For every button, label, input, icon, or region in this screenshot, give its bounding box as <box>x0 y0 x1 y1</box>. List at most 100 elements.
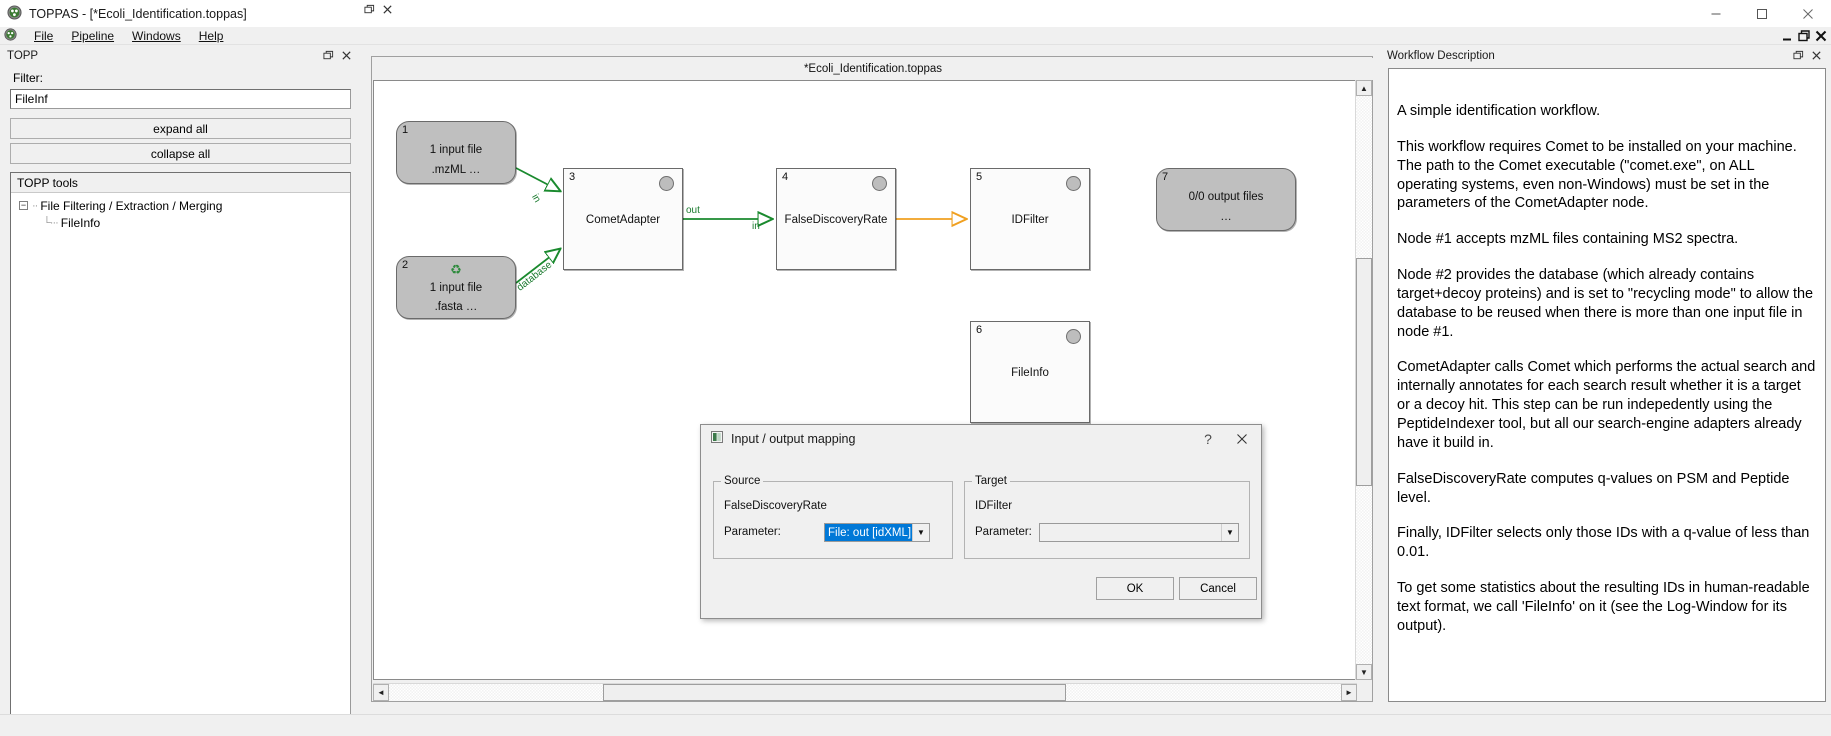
filter-input[interactable] <box>10 89 351 109</box>
collapse-expander-icon[interactable]: − <box>19 200 28 210</box>
workflow-node-3-cometadapter[interactable]: 3 CometAdapter <box>563 168 683 270</box>
edge-label-in-node4: in <box>752 221 760 232</box>
workflow-node-6-fileinfo[interactable]: 6 FileInfo <box>970 321 1090 423</box>
source-groupbox: Source FalseDiscoveryRate Parameter: Fil… <box>713 475 953 559</box>
node-status-indicator <box>1066 329 1081 344</box>
workflow-node-2-input[interactable]: 2 ♻ 1 input file .fasta … <box>396 256 516 319</box>
filter-label: Filter: <box>13 71 43 85</box>
description-paragraph: To get some statistics about the resulti… <box>1397 580 1810 634</box>
node-line1: CometAdapter <box>585 214 661 226</box>
source-legend: Source <box>721 475 764 487</box>
float-icon[interactable] <box>1793 50 1804 61</box>
tree-item-label: File Filtering / Extraction / Merging <box>40 198 223 213</box>
node-line1: FalseDiscoveryRate <box>784 214 888 226</box>
chevron-down-icon[interactable]: ▼ <box>912 524 929 541</box>
scroll-left-arrow[interactable]: ◄ <box>373 684 389 701</box>
menu-pipeline-label: Pipeline <box>71 28 115 43</box>
tree-column-header: TOPP tools <box>11 173 350 193</box>
workflow-node-4-falsediscoveryrate[interactable]: 4 FalseDiscoveryRate <box>776 168 896 270</box>
node-line2: … <box>1220 211 1232 223</box>
horizontal-scroll-thumb[interactable] <box>603 684 1066 701</box>
tree-item-label: FileInfo <box>60 215 101 230</box>
node-line1: 1 input file <box>429 282 483 294</box>
input-output-mapping-dialog: Input / output mapping ? Source FalseDis… <box>700 424 1262 619</box>
description-paragraph: Finally, IDFilter selects only those IDs… <box>1397 525 1810 561</box>
workflow-canvas-caption: *Ecoli_Identification.toppas <box>373 58 1373 80</box>
menu-windows[interactable]: Windows <box>123 28 190 44</box>
source-node-name: FalseDiscoveryRate <box>724 500 827 512</box>
node-number: 6 <box>976 324 983 336</box>
workflow-canvas[interactable]: in database out in 1 1 input file .mzML … <box>373 80 1357 680</box>
dialog-close-button[interactable] <box>1227 425 1257 452</box>
node-number: 7 <box>1162 171 1169 183</box>
canvas-vertical-scrollbar[interactable]: ▲ ▼ <box>1355 80 1372 680</box>
dialog-help-button[interactable]: ? <box>1204 430 1212 447</box>
edge-label-out-node3: out <box>686 205 700 216</box>
mdi-close-button[interactable] <box>1813 28 1829 44</box>
window-title: TOPPAS - [*Ecoli_Identification.toppas] <box>29 6 247 21</box>
mapping-icon <box>711 431 723 446</box>
node-status-indicator <box>1066 176 1081 191</box>
scroll-right-arrow[interactable]: ► <box>1341 684 1357 701</box>
tree-item-fileinfo[interactable]: └··· FileInfo <box>11 214 350 231</box>
description-paragraph: This workflow requires Comet to be insta… <box>1397 138 1797 212</box>
workflow-edges <box>515 167 1357 284</box>
node-status-indicator <box>872 176 887 191</box>
menu-pipeline[interactable]: Pipeline <box>62 28 123 44</box>
target-legend: Target <box>972 475 1010 487</box>
node-number: 2 <box>402 259 409 271</box>
window-controls <box>1693 0 1831 27</box>
collapse-all-button[interactable]: collapse all <box>10 143 351 164</box>
float-icon[interactable] <box>323 50 334 61</box>
description-paragraph: CometAdapter calls Comet which performs … <box>1397 359 1816 451</box>
node-line2: .mzML … <box>431 164 481 176</box>
status-bar <box>0 714 1831 736</box>
menu-help[interactable]: Help <box>190 28 233 44</box>
node-number: 5 <box>976 171 983 183</box>
source-parameter-combobox[interactable]: File: out [idXML] ▼ <box>824 523 930 542</box>
scroll-down-arrow[interactable]: ▼ <box>1356 664 1372 680</box>
window-close-button[interactable] <box>1785 0 1831 27</box>
close-icon[interactable] <box>1811 50 1822 61</box>
workflow-node-5-idfilter[interactable]: 5 IDFilter <box>970 168 1090 270</box>
float-icon[interactable] <box>364 4 375 15</box>
mdi-minimize-button[interactable] <box>1779 28 1795 44</box>
mdi-restore-button[interactable] <box>1796 28 1812 44</box>
canvas-panel-tools <box>364 4 393 15</box>
topp-panel-title: TOPP <box>7 48 39 64</box>
node-status-indicator <box>659 176 674 191</box>
target-groupbox: Target IDFilter Parameter: ▼ <box>964 475 1250 559</box>
ok-button[interactable]: OK <box>1096 577 1174 600</box>
node-number: 4 <box>782 171 789 183</box>
workflow-description-panel: Workflow Description A simple identifica… <box>1383 46 1831 714</box>
close-icon[interactable] <box>341 50 352 61</box>
node-line1: 0/0 output files <box>1188 191 1264 203</box>
toppas-app-icon <box>7 4 22 23</box>
window-maximize-button[interactable] <box>1739 0 1785 27</box>
mdi-document-icon <box>4 27 17 44</box>
workflow-node-7-output[interactable]: 7 0/0 output files … <box>1156 168 1296 231</box>
tree-guide-line: └··· <box>43 216 59 229</box>
target-parameter-value <box>1040 524 1221 541</box>
workflow-node-1-input[interactable]: 1 1 input file .mzML … <box>396 121 516 184</box>
target-parameter-combobox[interactable]: ▼ <box>1039 523 1239 542</box>
canvas-horizontal-scrollbar[interactable]: ◄ ► <box>373 683 1357 701</box>
tree-item-file-filtering[interactable]: −·· File Filtering / Extraction / Mergin… <box>11 197 350 214</box>
cancel-button[interactable]: Cancel <box>1179 577 1257 600</box>
scroll-up-arrow[interactable]: ▲ <box>1356 80 1372 96</box>
expand-all-button[interactable]: expand all <box>10 118 351 139</box>
source-parameter-label: Parameter: <box>724 526 781 538</box>
workflow-description-text[interactable]: A simple identification workflow. This w… <box>1388 68 1826 702</box>
topp-tools-panel: TOPP Filter: expand all collapse all TOP… <box>0 46 361 736</box>
recycle-icon: ♻ <box>450 262 462 277</box>
window-titlebar: TOPPAS - [*Ecoli_Identification.toppas] <box>0 0 1831 27</box>
vertical-scroll-thumb[interactable] <box>1356 258 1372 486</box>
close-icon[interactable] <box>382 4 393 15</box>
topp-tools-tree[interactable]: TOPP tools −·· File Filtering / Extracti… <box>10 172 351 736</box>
window-minimize-button[interactable] <box>1693 0 1739 27</box>
menu-file[interactable]: File <box>25 28 62 44</box>
menu-bar: File Pipeline Windows Help <box>0 27 1831 45</box>
chevron-down-icon[interactable]: ▼ <box>1221 524 1238 541</box>
dialog-titlebar: Input / output mapping ? <box>701 425 1263 452</box>
